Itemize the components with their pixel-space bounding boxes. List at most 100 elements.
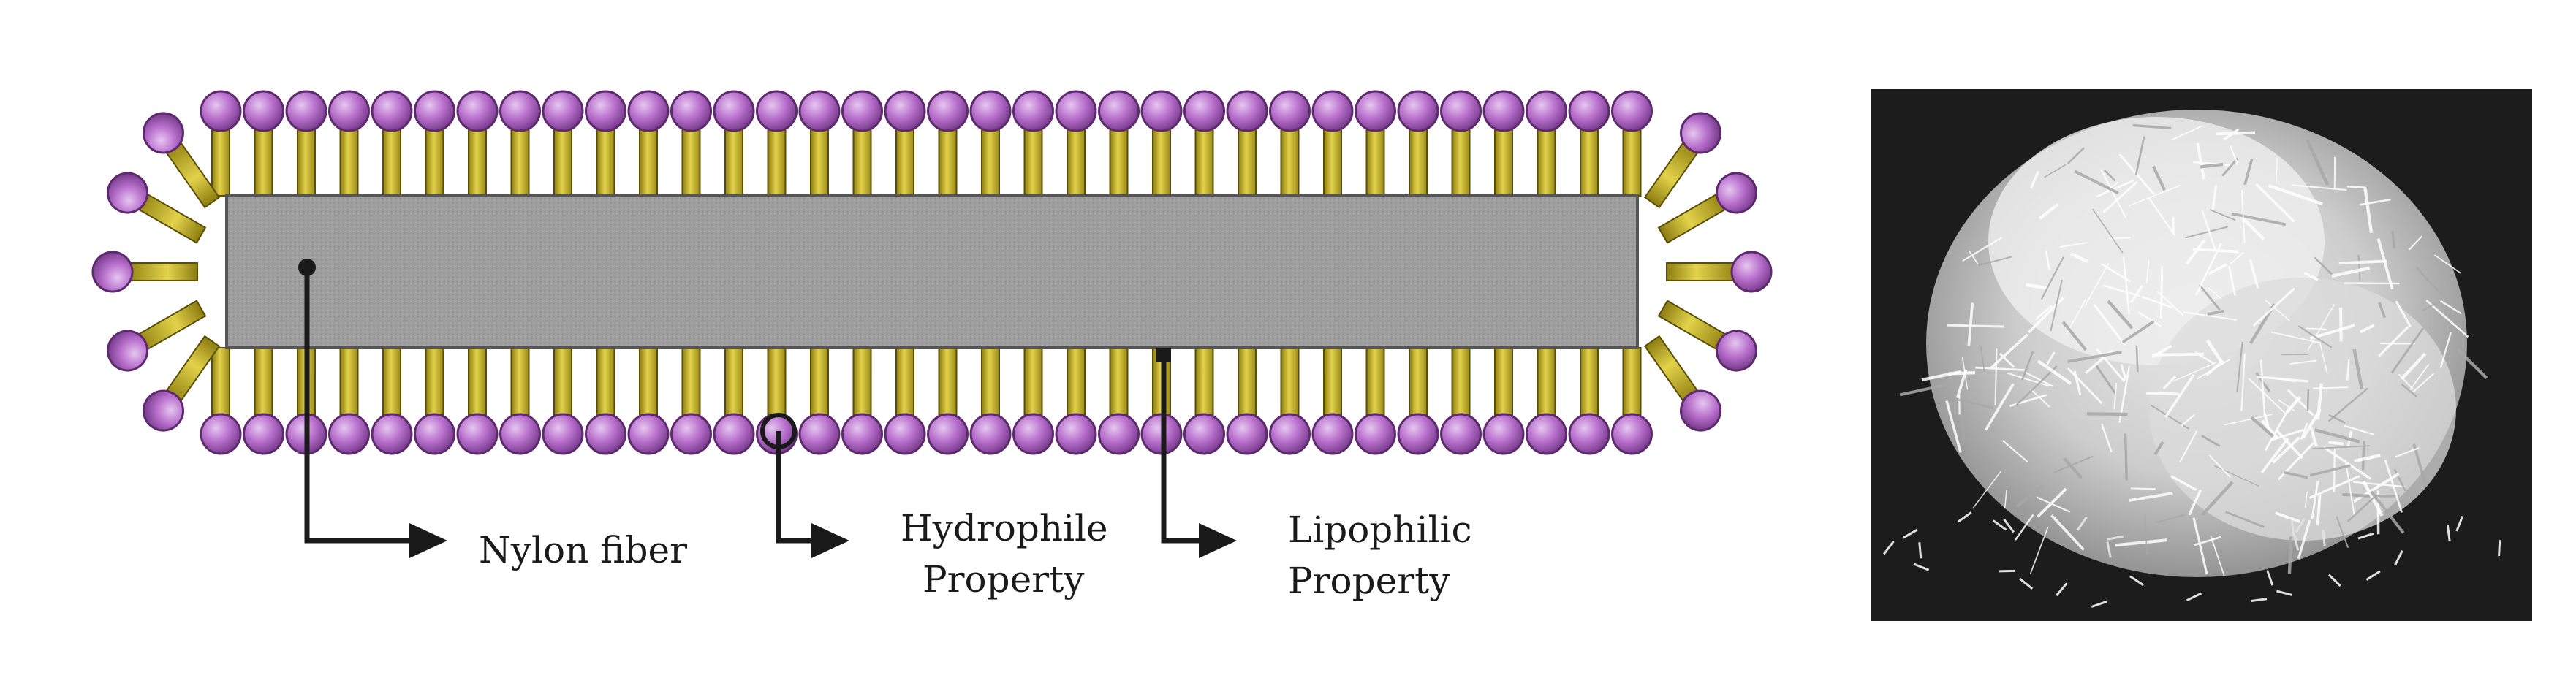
fiber-strand (2400, 352, 2427, 381)
nylon-fiber-label: Nylon fiber (479, 529, 687, 571)
top-hydrophilic-heads (200, 90, 1653, 132)
lipophilic-tail (1109, 347, 1129, 416)
lipophilic-tail (1409, 128, 1428, 197)
fiber-strand (2260, 438, 2289, 473)
lipophilic-tail (1622, 347, 1642, 416)
fiber-strand (2134, 136, 2145, 176)
hydrophilic-head (328, 90, 370, 132)
hydrophilic-head (1226, 413, 1268, 455)
end-molecules (91, 112, 1773, 432)
fiber-strand (2162, 375, 2177, 390)
fiber-strand (2073, 370, 2082, 395)
fiber-strand (2354, 454, 2381, 463)
fiber-strand (2434, 254, 2461, 274)
hydrophilic-head (1715, 172, 1757, 214)
fiber-bundle (1883, 110, 2501, 608)
lipophilic-tail (553, 347, 572, 416)
fiber-strand (2137, 311, 2162, 327)
lipophilic-tail (895, 128, 914, 197)
nylon-fiber-core (225, 194, 1639, 349)
fiber-strand (2360, 324, 2375, 334)
loose-fiber (2295, 518, 2306, 533)
hydrophilic-head (1012, 90, 1054, 132)
fiber-strand (2361, 441, 2365, 471)
lipophilic-tail (981, 128, 1000, 197)
fiber-strand (2283, 471, 2308, 479)
hydrophilic-head (1012, 413, 1054, 455)
lipophilic-tail (1537, 347, 1556, 416)
fiber-strand (2408, 364, 2430, 392)
fiber-strand (2210, 535, 2225, 576)
fiber-strand (2313, 386, 2349, 389)
fiber-strand (1967, 302, 1974, 346)
fiber-strand (2314, 428, 2360, 443)
fiber-strand (2338, 259, 2387, 265)
lipophilic-tail (382, 347, 401, 416)
fiber-strand (2384, 460, 2403, 514)
hydrophilic-head (1730, 251, 1773, 293)
lipophilic-tail (1657, 194, 1726, 244)
hydrophilic-head (200, 90, 242, 132)
lipophilic-tail (339, 128, 359, 197)
fiber-strand (2224, 511, 2265, 528)
hydrophile-pointer (760, 413, 849, 558)
lipophilic-tail (254, 128, 273, 197)
bottom-lipophilic-tails (211, 347, 1642, 416)
fiber-strand (2193, 161, 2232, 167)
loose-fiber (2357, 532, 2374, 540)
lipophilic-tail (938, 128, 958, 197)
fiber-strand (2084, 262, 2110, 306)
fiber-strand (2151, 165, 2166, 191)
lipophilic-tail (852, 347, 872, 416)
lipophilic-tail (1067, 347, 1086, 416)
hydrophilic-head (1140, 90, 1183, 132)
lipophilic-tail (938, 347, 958, 416)
fiber-strand (2160, 266, 2163, 319)
fiber-strand (2061, 321, 2087, 351)
fiber-strand (2287, 389, 2314, 416)
fiber-strand (1980, 346, 1985, 373)
lipophilic-tail (810, 128, 829, 197)
fiber-strand (2045, 351, 2056, 368)
hydrophilic-head (1526, 413, 1567, 455)
left-end-molecule (107, 172, 207, 244)
lipophilic-tail (1451, 128, 1471, 197)
fiber-strand (2395, 300, 2412, 327)
fiber-strand (2278, 399, 2295, 412)
fiber-strand (1990, 333, 2029, 370)
fiber-strand (2415, 266, 2450, 304)
hydrophilic-head (841, 413, 883, 455)
fiber-strand (2170, 475, 2197, 491)
fiber-strand (2192, 517, 2208, 575)
right-end-molecule (1666, 251, 1773, 293)
lipophilic-tail (254, 347, 273, 416)
hydrophilic-head (142, 112, 184, 154)
fiber-strand (2024, 371, 2054, 387)
fiber-strand (2300, 422, 2308, 441)
lipophilic-pointer (1156, 348, 1237, 558)
fiber-strand (2037, 487, 2067, 518)
fiber-strand (1899, 383, 1947, 397)
hydrophilic-head (243, 90, 284, 132)
fiber-strand (2153, 441, 2164, 456)
lipophilic-tail (1194, 128, 1214, 197)
lipophilic-tail (1023, 128, 1043, 197)
hydrophilic-head (884, 413, 926, 455)
fiber-strand (2200, 162, 2224, 169)
lipophilic-tail (1280, 347, 1300, 416)
fiber-strand (2276, 157, 2278, 183)
fiber-strand (1978, 256, 2012, 266)
hydrophile-label-line1: Hydrophile (901, 507, 1108, 549)
fiber-strand (2292, 184, 2347, 191)
fiber-strand (2164, 373, 2195, 419)
hydrophilic-head (371, 90, 413, 132)
lipophilic-tail (468, 347, 487, 416)
hydrophilic-head (1440, 90, 1482, 132)
fiber-strand (2094, 363, 2117, 395)
hydrophilic-head (1568, 90, 1610, 132)
fiber-strand (2122, 256, 2131, 315)
nylon-fiber-photo (1871, 89, 2532, 621)
fiber-strand (2230, 145, 2239, 166)
lipophilic-tail (382, 128, 401, 197)
